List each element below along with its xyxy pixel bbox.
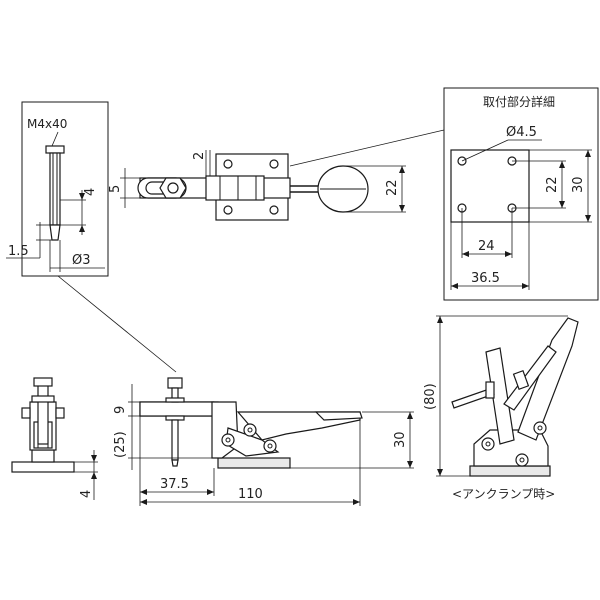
side-nine-dim: 9 (113, 406, 128, 414)
top-two-dim: 2 (192, 152, 207, 160)
mounting-detail: 取付部分詳細 Ø4.5 22 30 24 (443, 87, 599, 301)
side-110-dim: 110 (238, 487, 263, 502)
detail-frame (443, 87, 599, 301)
bolt-dia-dim: Ø3 (72, 253, 91, 268)
unclamp-base (469, 465, 551, 477)
bolt-shank (49, 152, 61, 226)
end-view: 4 (11, 377, 98, 500)
unclamp-80-dim: (80) (423, 383, 438, 410)
unclamp-handle (517, 317, 579, 441)
unclamp-arm (485, 347, 515, 445)
side-25-dim: (25) (113, 431, 128, 458)
side-base (217, 457, 291, 469)
top-view: 5 2 22 (108, 129, 445, 221)
bolt-head (45, 145, 65, 154)
end-base (11, 461, 75, 473)
end-four-dim: 4 (79, 490, 94, 498)
bolt-spec-label: M4x40 (27, 117, 67, 131)
bolt-tip (49, 224, 61, 241)
bolt-detail-frame (21, 101, 109, 277)
side-spindle-nut-top (167, 377, 183, 389)
unclamp-view: (80) <アンクランプ時> (423, 315, 579, 501)
hole-pitch-h-dim: 24 (478, 239, 495, 254)
bolt-offset-dim: 4 (83, 188, 98, 196)
detail-title: 取付部分詳細 (483, 94, 555, 109)
side-view: 9 (25) 30 37.5 110 (113, 377, 414, 506)
hole-pitch-v-dim: 22 (545, 176, 560, 193)
bolt-detail: M4x40 1.5 4 Ø3 (6, 101, 109, 277)
top-five-dim: 5 (108, 185, 123, 193)
unclamp-caption: <アンクランプ時> (452, 487, 555, 501)
side-30-dim: 30 (393, 431, 408, 448)
top-height-dim: 22 (385, 179, 400, 196)
plate-width-dim: 36.5 (471, 271, 500, 286)
plate-height-dim: 30 (571, 176, 586, 193)
hole-dia-dim: Ø4.5 (506, 125, 537, 140)
side-spindle (171, 419, 179, 461)
side-375-dim: 37.5 (160, 477, 189, 492)
bolt-tip-dim: 1.5 (8, 244, 29, 259)
